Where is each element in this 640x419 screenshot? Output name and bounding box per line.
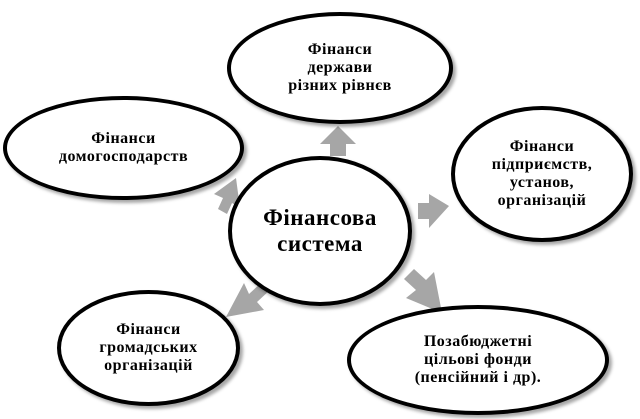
center-line-1: Фінансова xyxy=(263,205,377,230)
node-right-line-2: підприємств, xyxy=(491,156,593,173)
arrow-to-top xyxy=(320,126,356,156)
node-right-label: Фінанси підприємств, установ, організаці… xyxy=(492,138,593,210)
node-top-line-2: держави xyxy=(307,59,373,76)
arrow-to-left xyxy=(214,178,240,214)
node-bottom-right-line-3: (пенсійний і др). xyxy=(414,369,542,386)
node-top-line-1: Фінанси xyxy=(307,41,373,58)
node-center-label: Фінансова система xyxy=(263,205,377,257)
arrow-to-bottom-right xyxy=(404,269,442,313)
node-bottom-left-line-3: організацій xyxy=(104,357,193,374)
arrow-to-right xyxy=(418,194,449,228)
node-bottom-left: Фінанси громадських організацій xyxy=(57,290,240,406)
node-right-line-1: Фінанси xyxy=(509,138,575,155)
node-bottom-right-line-2: цільові фонди xyxy=(424,351,532,368)
node-bottom-left-label: Фінанси громадських організацій xyxy=(99,321,197,375)
node-left-line-2: домогосподарств xyxy=(58,148,189,165)
center-line-2: система xyxy=(277,231,363,256)
node-bottom-left-line-1: Фінанси xyxy=(116,321,181,338)
node-left-line-1: Фінанси xyxy=(91,130,156,147)
node-right-line-4: організацій xyxy=(497,192,587,209)
node-right-line-3: установ, xyxy=(509,174,575,191)
node-top: Фінанси держави різних рівнєв xyxy=(227,12,453,124)
node-center: Фінансова система xyxy=(228,156,412,306)
node-left-label: Фінанси домогосподарств xyxy=(59,130,188,166)
node-bottom-right-label: Позабюджетні цільові фонди (пенсійний і … xyxy=(415,333,542,387)
node-left: Фінанси домогосподарств xyxy=(3,96,244,200)
node-bottom-right: Позабюджетні цільові фонди (пенсійний і … xyxy=(347,305,609,415)
node-right: Фінанси підприємств, установ, організаці… xyxy=(451,106,633,242)
arrow-to-bottom-left xyxy=(226,282,270,317)
node-bottom-left-line-2: громадських xyxy=(99,339,198,356)
node-top-label: Фінанси держави різних рівнєв xyxy=(288,41,391,95)
node-bottom-right-line-1: Позабюджетні xyxy=(423,333,533,350)
node-top-line-3: різних рівнєв xyxy=(288,77,392,94)
